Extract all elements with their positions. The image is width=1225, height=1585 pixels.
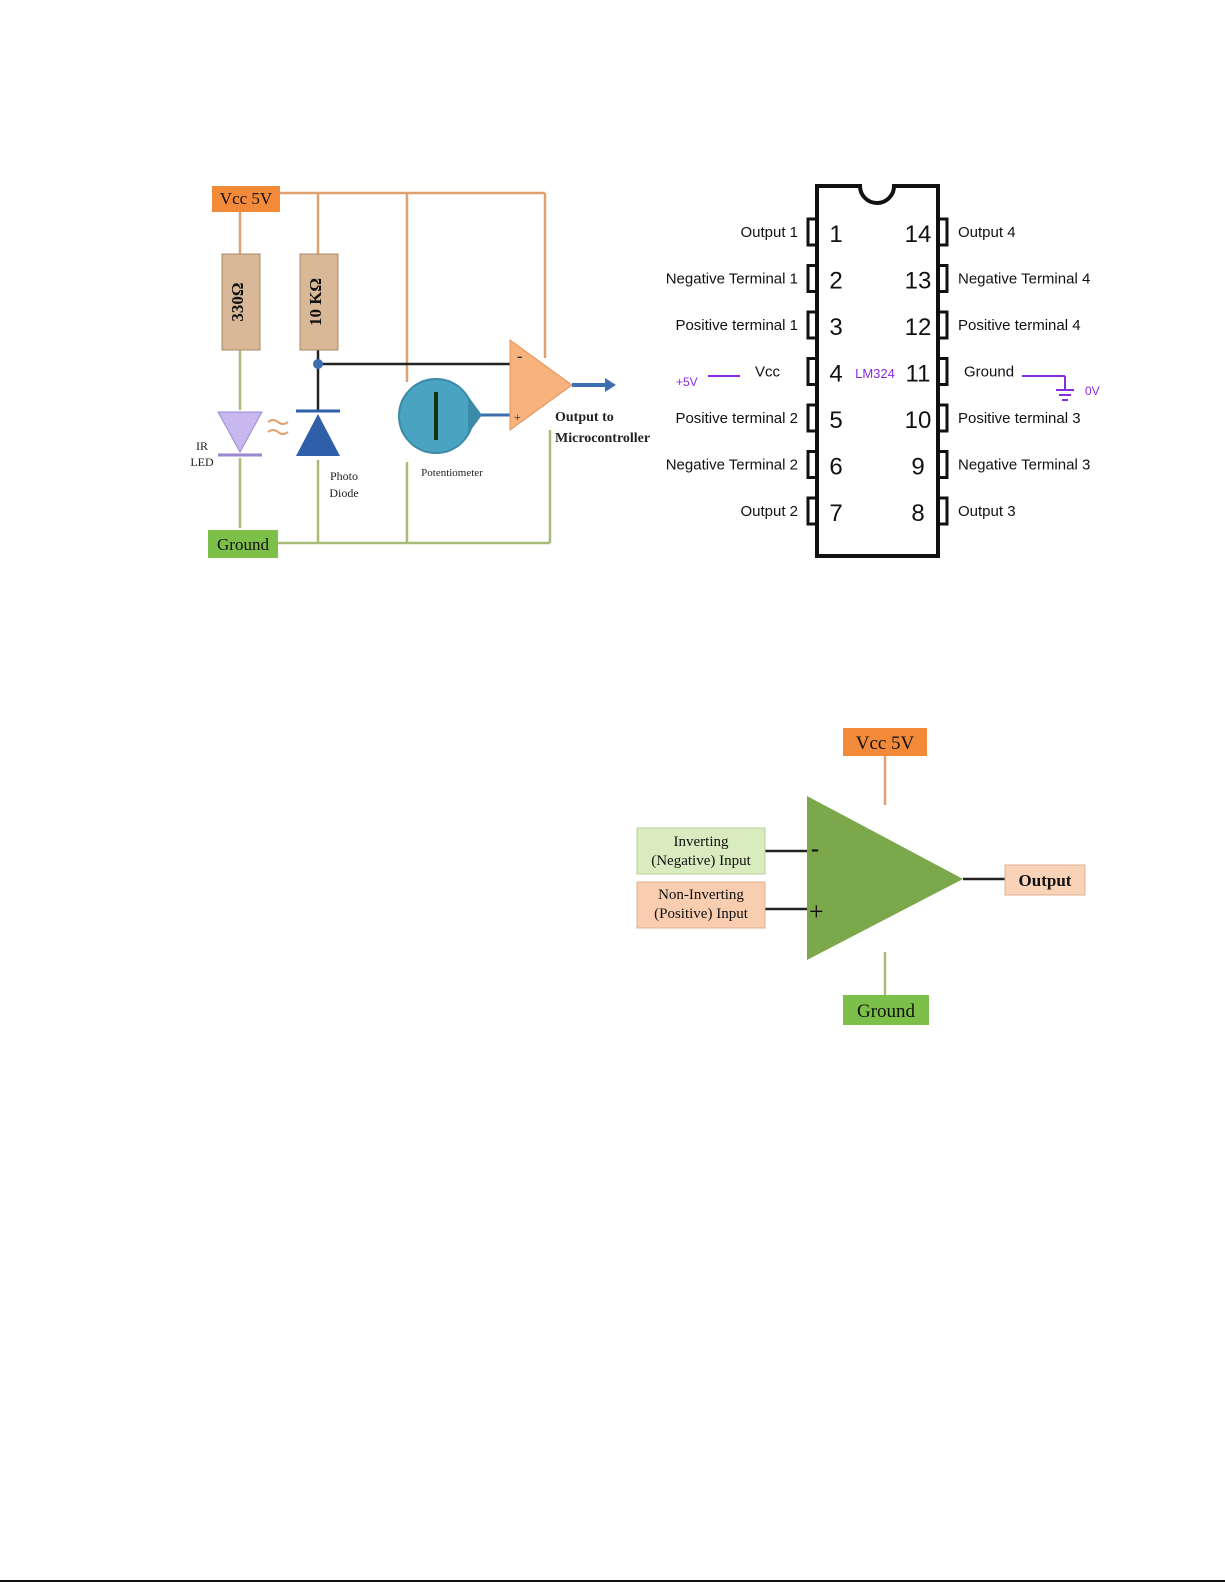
- noninverting-label-2: (Positive) Input: [654, 906, 749, 922]
- noninverting-label-1: Non-Inverting: [658, 887, 744, 903]
- potentiometer-label: Potentiometer: [421, 467, 483, 479]
- inverting-label-1: Inverting: [674, 834, 729, 850]
- pin-label: Negative Terminal 4: [958, 271, 1090, 288]
- pin-label: Positive terminal 1: [675, 317, 798, 334]
- pin-lead-left: [806, 450, 817, 479]
- output-box: [1004, 864, 1086, 896]
- pin-number: 8: [911, 500, 924, 527]
- pin-label: Output 3: [958, 503, 1016, 520]
- ground-box: [843, 995, 929, 1025]
- ir-led-icon: [217, 411, 263, 454]
- pin-label: Output 1: [740, 224, 798, 241]
- ir-led-label-1: IR: [196, 439, 208, 453]
- pin-label: Positive terminal 4: [958, 317, 1081, 334]
- inverting-input-box: [636, 827, 766, 875]
- opamp-triangle-icon: [807, 796, 963, 960]
- vcc-label: Vcc 5V: [856, 733, 915, 754]
- pin-number: 6: [829, 454, 842, 481]
- resistor-10k-label: 10 KΩ: [306, 278, 325, 326]
- pin-lead-right: [938, 357, 949, 386]
- pin-lead-left: [806, 217, 817, 247]
- pin-number: 13: [905, 268, 932, 295]
- ground-label: Ground: [857, 1001, 916, 1022]
- pin-number: 9: [911, 454, 924, 481]
- opamp-plus: +: [514, 410, 521, 424]
- pin-number: 7: [829, 500, 842, 527]
- pin-number: 12: [905, 314, 932, 341]
- ground-label: Ground: [217, 535, 269, 554]
- pin-lead-right: [938, 264, 949, 293]
- pin-number: 2: [829, 268, 842, 295]
- pin-number: 3: [829, 314, 842, 341]
- pin-label: Ground: [964, 364, 1014, 381]
- pin-lead-right: [938, 310, 949, 340]
- output-arrow-icon: [605, 378, 616, 392]
- vcc-box: [212, 186, 280, 212]
- pin-lead-right: [938, 450, 949, 479]
- pin-label: Output 4: [958, 224, 1016, 241]
- ir-sensor-circuit: Vcc 5V 330Ω 10 KΩ IR LED Photo Diode Pot…: [180, 160, 660, 580]
- emission-icon: [267, 419, 289, 435]
- page-bottom-rule: [0, 1580, 1225, 1582]
- ground-box: [208, 530, 278, 558]
- resistor-330-label: 330Ω: [228, 282, 247, 321]
- pin-number: 10: [905, 407, 932, 434]
- opamp-minus: -: [517, 348, 522, 365]
- pin-number: 4: [829, 361, 842, 388]
- ir-led-label-2: LED: [190, 455, 214, 469]
- inverting-label-2: (Negative) Input: [651, 853, 751, 869]
- photo-diode-label-2: Diode: [329, 486, 358, 500]
- vcc-box: [843, 728, 927, 756]
- opamp-icon: [509, 339, 573, 431]
- pin-label: Positive terminal 2: [675, 410, 798, 427]
- opamp-diagram: Vcc 5V - + Inverting (Negative) Input No…: [625, 690, 1105, 1035]
- pin-number: 14: [905, 221, 932, 248]
- plus5v-label: +5V: [676, 375, 698, 389]
- pin-label: Positive terminal 3: [958, 410, 1081, 427]
- pin-number: 5: [829, 407, 842, 434]
- pin-lead-left: [806, 264, 817, 293]
- pin-lead-right: [938, 403, 949, 433]
- zero-v-label: 0V: [1085, 384, 1100, 398]
- vcc-label: Vcc 5V: [220, 189, 273, 208]
- photo-diode-icon: [296, 414, 340, 456]
- pin-label: Vcc: [755, 364, 781, 381]
- pin-lead-left: [806, 310, 817, 340]
- pin-number: 11: [906, 361, 931, 388]
- output-label-1: Output to: [555, 410, 614, 425]
- junction-dot: [313, 359, 323, 369]
- plus-sign: +: [809, 897, 824, 926]
- chip-body: [815, 184, 940, 558]
- resistor-10k: [299, 253, 339, 351]
- pin-lead-right: [938, 217, 949, 247]
- pin-label: Output 2: [740, 503, 798, 520]
- pin-lead-left: [806, 496, 817, 526]
- pin-lead-left: [806, 357, 817, 386]
- chip-label: LM324: [855, 366, 895, 381]
- pin-lead-left: [806, 403, 817, 433]
- pin-label: Negative Terminal 2: [666, 457, 798, 474]
- pin-label: Negative Terminal 3: [958, 457, 1090, 474]
- noninverting-input-box: [636, 881, 766, 929]
- pin-number: 1: [829, 221, 842, 248]
- output-label-2: Microcontroller: [555, 431, 650, 446]
- photo-diode-label-1: Photo: [330, 469, 358, 483]
- resistor-330: [221, 253, 261, 351]
- pin-lead-right: [938, 496, 949, 526]
- minus-sign: -: [811, 836, 819, 862]
- pin-label: Negative Terminal 1: [666, 271, 798, 288]
- output-label: Output: [1019, 871, 1072, 890]
